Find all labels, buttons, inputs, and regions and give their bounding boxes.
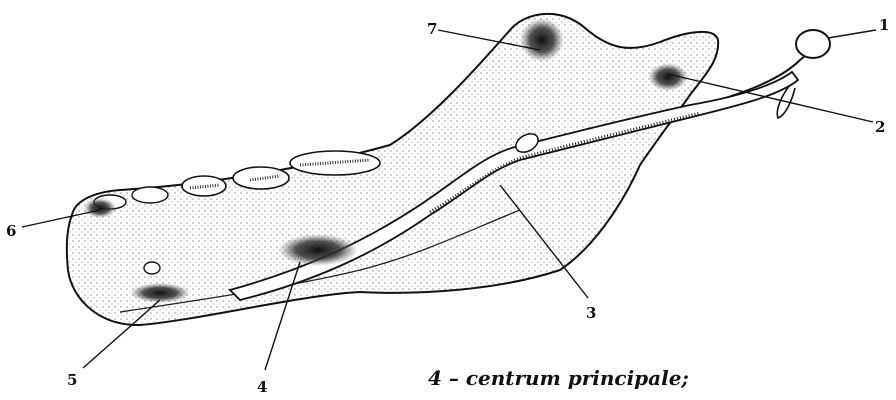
meckel-hatching: [429, 111, 701, 214]
label-3: 3: [586, 304, 596, 322]
leader-line-3: [499, 184, 589, 299]
leader-line-5: [82, 299, 161, 369]
tooth-crypt-detail: [189, 158, 371, 190]
condyle-head: [795, 29, 831, 59]
ossification-center-4: [278, 234, 358, 266]
ossification-center-6: [84, 198, 116, 218]
leader-line-2: [667, 73, 874, 123]
leader-line-1: [827, 29, 877, 39]
label-7: 7: [427, 20, 437, 38]
leader-lines: [21, 29, 877, 371]
mental-foramen: [143, 261, 161, 275]
ossification-center-5: [130, 283, 190, 303]
label-1: 1: [879, 16, 889, 34]
label-2: 2: [875, 118, 885, 136]
ossification-center-2: [648, 63, 688, 91]
leader-line-7: [437, 29, 541, 51]
inner-contour: [119, 209, 521, 313]
mandibular-foramen: [515, 133, 539, 153]
ossification-center-7: [520, 18, 564, 62]
label-4: 4: [257, 378, 267, 396]
leader-line-4: [264, 261, 301, 371]
leader-line-6: [21, 209, 101, 228]
meckel-band: [228, 70, 800, 301]
label-5: 5: [67, 371, 77, 389]
tooth-crypt: [181, 175, 227, 197]
tooth-crypt: [131, 186, 169, 204]
tooth-row: [93, 150, 381, 210]
label-6: 6: [6, 222, 16, 240]
caption: 4 – centrum principale;: [428, 366, 689, 390]
tooth-crypt: [232, 166, 290, 190]
mandible-body-outline: [65, 13, 720, 327]
